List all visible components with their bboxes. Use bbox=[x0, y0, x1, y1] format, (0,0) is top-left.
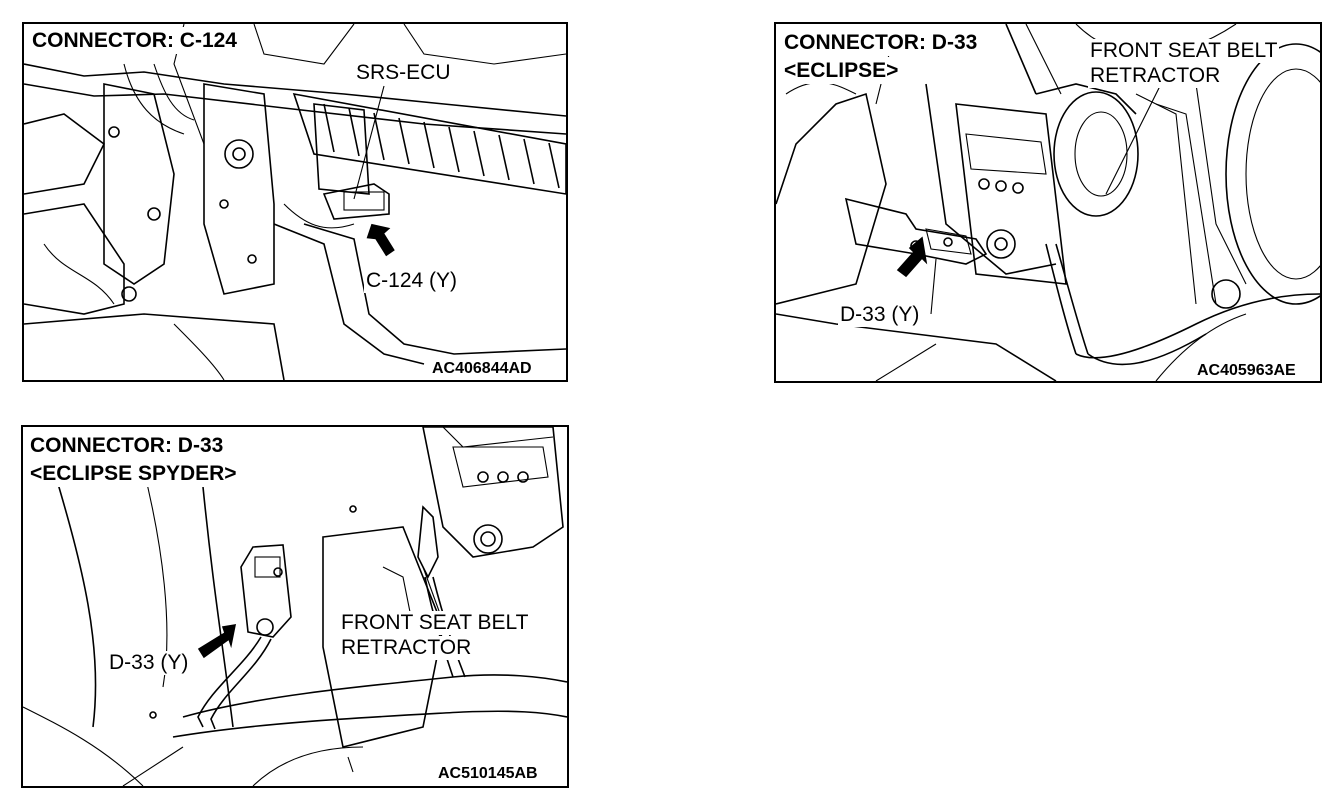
spyder-d33-connector-label: D-33 (Y) bbox=[107, 651, 191, 675]
panel3-figure-code: AC510145AB bbox=[436, 765, 540, 783]
spyder-retractor-label-line2: RETRACTOR bbox=[339, 636, 474, 660]
panel-connector-d33-eclipse: CONNECTOR: D-33 <ECLIPSE> FRONT SEAT BEL… bbox=[774, 22, 1322, 383]
panel2-title-line2: <ECLIPSE> bbox=[784, 57, 901, 84]
srs-ecu-label: SRS-ECU bbox=[354, 61, 453, 85]
c124-connector-label: C-124 (Y) bbox=[364, 269, 460, 293]
retractor-label-line2: RETRACTOR bbox=[1088, 64, 1223, 88]
panel3-title-line2: <ECLIPSE SPYDER> bbox=[30, 460, 239, 487]
spyder-retractor-illustration bbox=[23, 427, 567, 786]
retractor-label-line1: FRONT SEAT BELT bbox=[1088, 39, 1280, 63]
spyder-retractor-label-line1: FRONT SEAT BELT bbox=[339, 611, 531, 635]
panel-connector-d33-eclipse-spyder: CONNECTOR: D-33 <ECLIPSE SPYDER> FRONT S… bbox=[21, 425, 569, 788]
panel2-title-line1: CONNECTOR: D-33 bbox=[784, 29, 980, 56]
panel3-title-line1: CONNECTOR: D-33 bbox=[30, 432, 226, 459]
panel1-title: CONNECTOR: C-124 bbox=[32, 27, 239, 54]
panel-connector-c124: CONNECTOR: C-124 SRS-ECU C-124 (Y) AC406… bbox=[22, 22, 568, 382]
d33-connector-label: D-33 (Y) bbox=[838, 303, 922, 327]
panel1-figure-code: AC406844AD bbox=[430, 360, 534, 378]
panel2-figure-code: AC405963AE bbox=[1195, 362, 1298, 380]
srs-ecu-illustration bbox=[24, 24, 566, 380]
seat-belt-retractor-illustration bbox=[776, 24, 1320, 381]
